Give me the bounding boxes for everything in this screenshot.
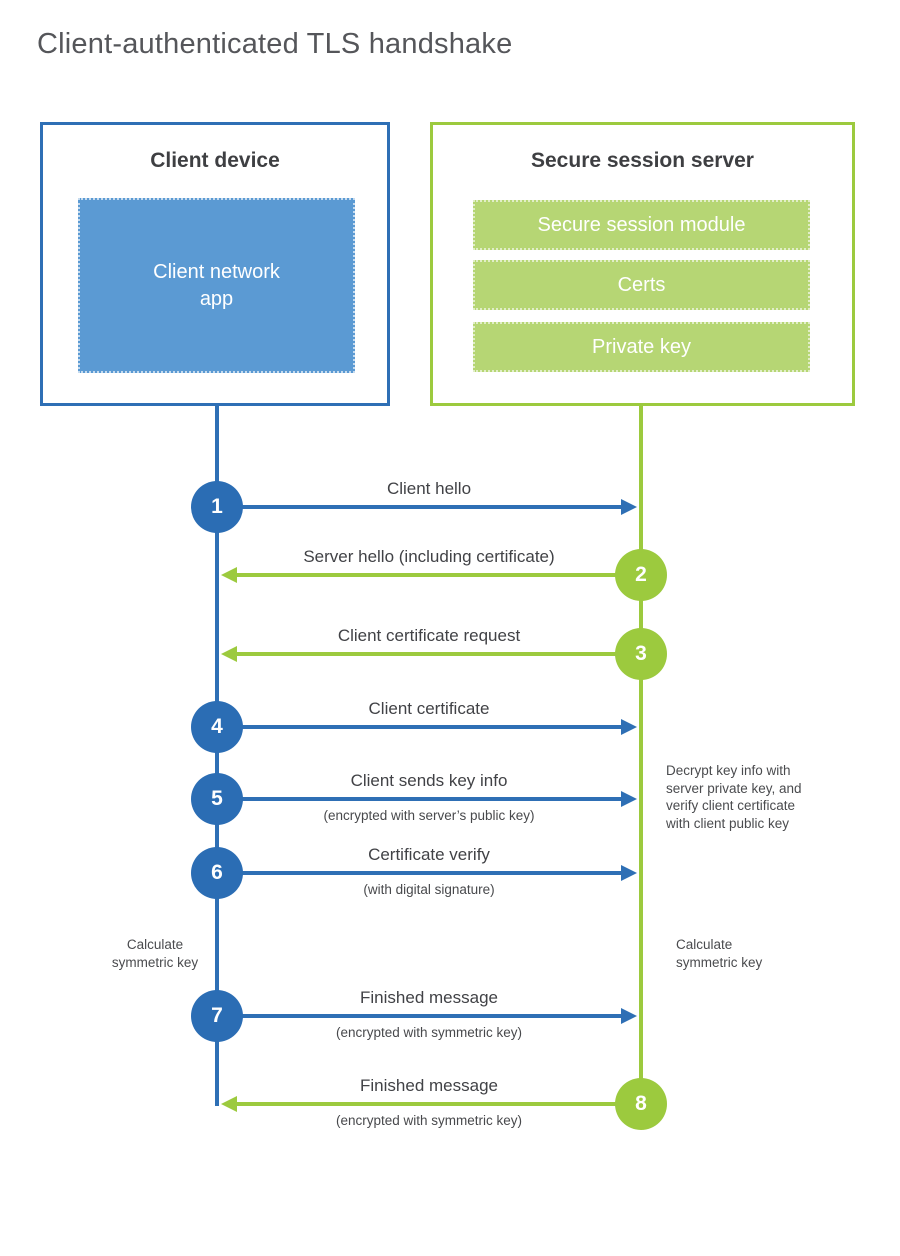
message-label: Certificate verify (368, 845, 490, 864)
step-badge-4: 4 (191, 701, 243, 753)
arrow-line (217, 505, 622, 509)
arrow-right-icon (621, 865, 637, 881)
message-label: Server hello (including certificate) (303, 547, 555, 566)
arrow-line (236, 652, 641, 656)
message-sublabel: (encrypted with symmetric key) (335, 1025, 523, 1040)
arrow-line (236, 573, 641, 577)
client-device-box: Client device Client network app (40, 122, 390, 406)
note-calculate-symmetric-key-client: Calculate symmetric key (111, 937, 199, 970)
message-sublabel: (with digital signature) (363, 882, 495, 897)
message-label: Client certificate request (337, 626, 521, 645)
server-module-certs: Certs (473, 260, 810, 310)
arrow-left-icon (221, 567, 237, 583)
client-device-heading: Client device (150, 149, 280, 172)
step-badge-1: 1 (191, 481, 243, 533)
message-label: Client certificate (368, 699, 490, 718)
message-label: Finished message (360, 988, 498, 1007)
server-heading: Secure session server (531, 149, 754, 172)
arrow-line (236, 1102, 641, 1106)
step-badge-7: 7 (191, 990, 243, 1042)
arrow-right-icon (621, 499, 637, 515)
arrow-line (217, 797, 622, 801)
client-lifeline (215, 406, 219, 1106)
arrow-line (217, 871, 622, 875)
step-badge-5: 5 (191, 773, 243, 825)
arrow-right-icon (621, 719, 637, 735)
arrow-left-icon (221, 646, 237, 662)
step-badge-2: 2 (615, 549, 667, 601)
arrow-line (217, 725, 622, 729)
arrow-right-icon (621, 1008, 637, 1024)
arrow-line (217, 1014, 622, 1018)
note-decrypt-key-info: Decrypt key info with server private key… (666, 763, 802, 831)
secure-session-server-box: Secure session server Secure session mod… (430, 122, 855, 406)
server-module-private-key: Private key (473, 322, 810, 372)
server-lifeline (639, 406, 643, 1104)
step-badge-8: 8 (615, 1078, 667, 1130)
message-label: Client sends key info (350, 771, 508, 790)
step-badge-6: 6 (191, 847, 243, 899)
message-sublabel: (encrypted with symmetric key) (335, 1113, 523, 1128)
server-module-secure-session: Secure session module (473, 200, 810, 250)
note-calculate-symmetric-key-server: Calculate symmetric key (676, 937, 763, 970)
arrow-right-icon (621, 791, 637, 807)
client-network-app-block: Client network app (78, 198, 355, 373)
message-label: Finished message (360, 1076, 498, 1095)
message-label: Client hello (386, 479, 472, 498)
message-sublabel: (encrypted with server’s public key) (323, 808, 535, 823)
step-badge-3: 3 (615, 628, 667, 680)
page-title: Client-authenticated TLS handshake (37, 28, 513, 60)
arrow-left-icon (221, 1096, 237, 1112)
